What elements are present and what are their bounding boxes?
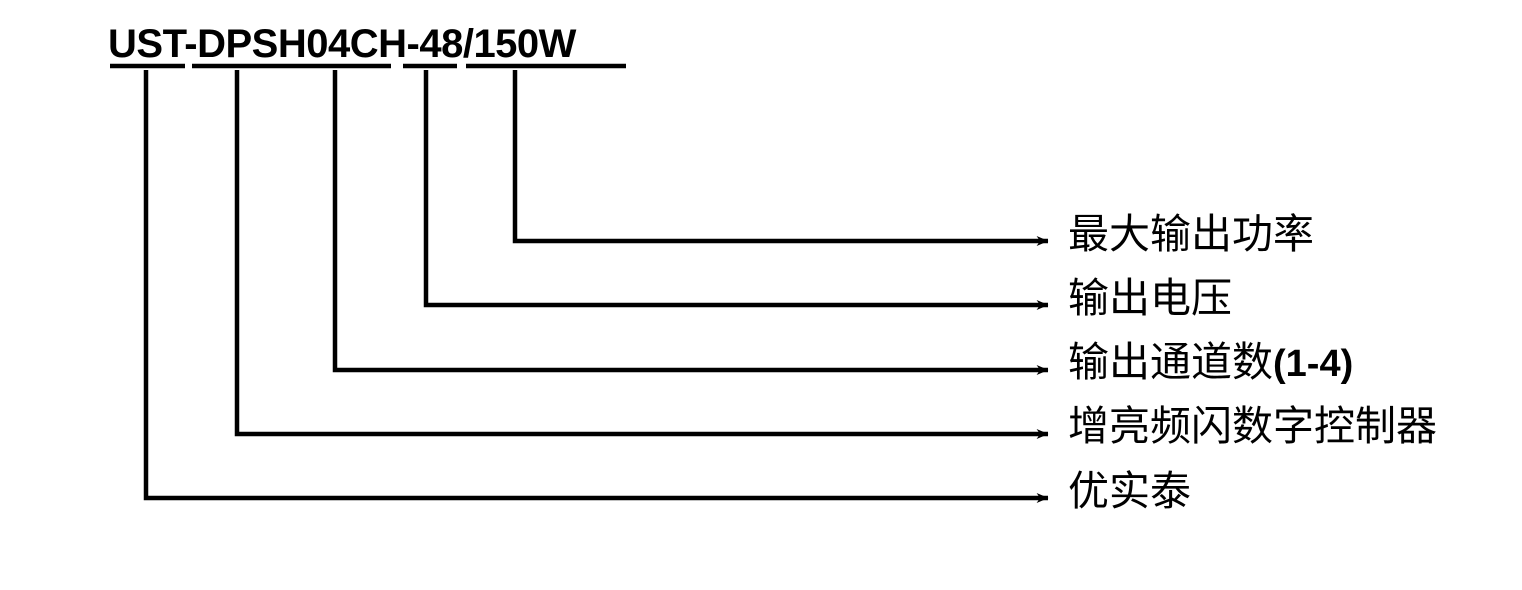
leader-line-max-output-power: [512, 70, 1049, 246]
callout-text: 输出通道数: [1068, 338, 1273, 386]
callout-text: 增亮频闪数字控制器: [1068, 402, 1437, 450]
callout-label-digital-strobe-controller: 增亮频闪数字控制器: [1068, 404, 1437, 450]
part-number-code: UST-DPSH04CH-48/150W: [108, 22, 576, 66]
leader-line-digital-strobe-controller: [234, 70, 1049, 439]
callout-text: 优实泰: [1068, 467, 1191, 515]
callout-label-output-voltage: 输出电压: [1068, 276, 1232, 322]
callout-label-brand-ust: 优实泰: [1068, 469, 1191, 515]
callout-text: 输出电压: [1068, 274, 1232, 322]
callout-label-output-channel-count: 输出通道数(1-4): [1068, 340, 1353, 386]
leader-line-output-channel-count: [332, 70, 1049, 375]
leader-line-brand-ust: [143, 70, 1049, 503]
leader-line-output-voltage: [423, 70, 1049, 310]
callout-label-max-output-power: 最大输出功率: [1068, 212, 1314, 258]
callout-suffix: (1-4): [1273, 343, 1354, 385]
callout-leader-lines: [143, 70, 1049, 503]
callout-text: 最大输出功率: [1068, 210, 1314, 258]
